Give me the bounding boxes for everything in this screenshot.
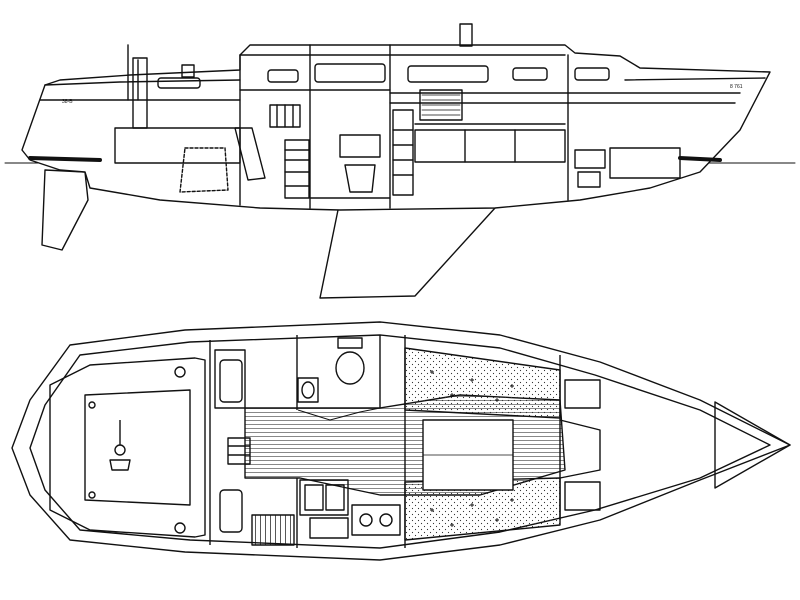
head-lockers: [392, 109, 414, 196]
quarter-cushion-port: [219, 359, 243, 403]
head-cabinet: [339, 134, 381, 158]
stern-cleat-port: [174, 366, 186, 378]
galley-sink: [299, 479, 349, 516]
icebox: [309, 517, 349, 539]
engine: [179, 147, 229, 193]
boot-stripe-bow: [678, 156, 722, 162]
settee-buttons: [430, 370, 514, 527]
portlight-4: [512, 67, 548, 81]
vberth-insert: [559, 419, 601, 479]
vent-slats: [421, 94, 461, 116]
galley-drawers: [284, 139, 310, 199]
toilet-profile: [344, 164, 376, 193]
portlight-3: [407, 65, 489, 83]
galley-steps: [251, 514, 295, 546]
galley-bottles: [269, 104, 301, 128]
v-berth: [609, 147, 681, 179]
fin-keel: [319, 207, 496, 299]
mast-step: [459, 23, 473, 47]
vberth-cushion-starboard: [564, 481, 601, 511]
stern-marking: 38-B: [62, 99, 73, 105]
stove-icon: [351, 504, 401, 536]
bow-marking: 8 761: [730, 84, 743, 90]
profile-view: 38-B 8 761: [4, 23, 796, 299]
cockpit-drain-port: [88, 401, 96, 409]
forward-locker: [574, 149, 606, 169]
bow-sheer-line: [624, 77, 766, 81]
cockpit-drain-starboard: [88, 491, 96, 499]
head-door: [297, 407, 381, 421]
cockpit-coaming: [157, 77, 201, 89]
boot-stripe: [28, 156, 102, 162]
wheel-icon: [109, 420, 131, 471]
companionway-ladder-icon: [227, 437, 251, 465]
port-settee: [404, 347, 561, 419]
quarter-cushion-starboard: [219, 489, 243, 533]
nav-locker: [214, 349, 246, 409]
forepeak: [714, 401, 791, 489]
rudder: [41, 169, 89, 251]
winch: [181, 64, 195, 78]
settee-cushions: [414, 129, 566, 163]
stern-cleat-starboard: [174, 522, 186, 534]
toilet-icon: [335, 337, 365, 385]
vberth-cushion-port: [564, 379, 601, 409]
cockpit: [49, 357, 206, 538]
cockpit-well: [84, 389, 191, 506]
forward-drawer: [577, 171, 601, 188]
portlight-5: [574, 67, 610, 81]
companionway-ladder: [234, 127, 266, 181]
portlight-1: [267, 69, 299, 83]
portlight-2: [314, 63, 386, 83]
plan-view: [11, 321, 791, 561]
sink-icon: [297, 377, 319, 403]
cabin-vent-grille: [419, 89, 463, 121]
hull-inner-line: [29, 334, 771, 549]
